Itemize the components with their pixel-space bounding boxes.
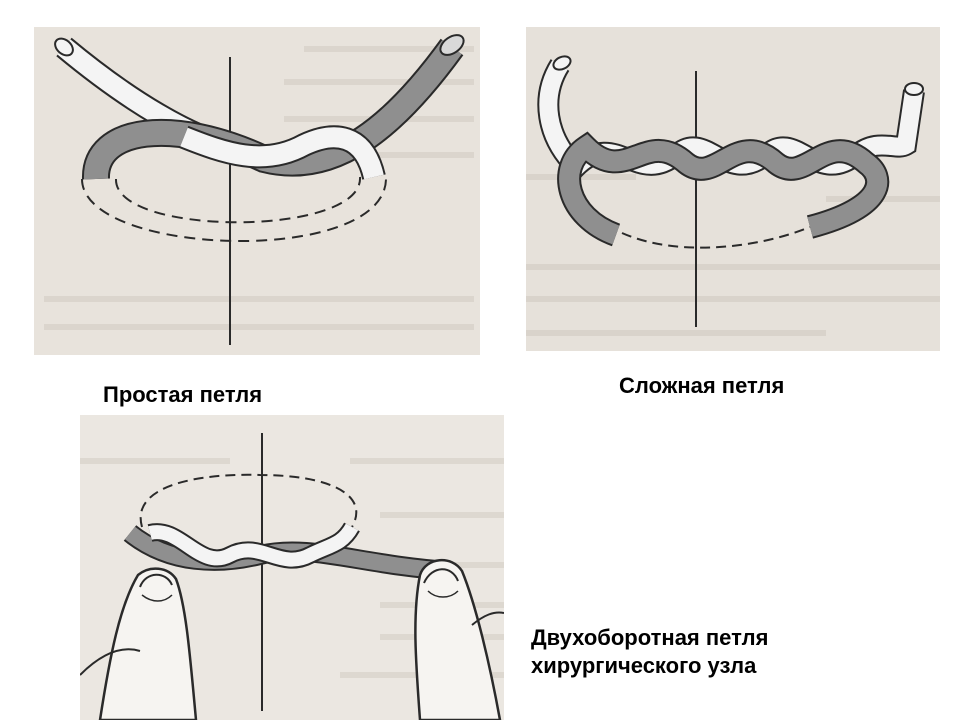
caption-double-loop: Двухоборотная петля хирургического узла <box>531 624 768 679</box>
simple-loop-illustration <box>34 27 480 355</box>
caption-simple-loop: Простая петля <box>103 382 263 407</box>
double-loop-drawing <box>80 415 504 720</box>
complex-loop-drawing <box>526 27 940 351</box>
complex-loop-illustration <box>526 27 940 351</box>
double-loop-illustration <box>80 415 504 720</box>
caption-complex-loop: Сложная петля <box>619 373 785 398</box>
caption-double-loop-line1: Двухоборотная петля <box>531 625 769 650</box>
simple-loop-drawing <box>34 27 480 355</box>
caption-double-loop-line2: хирургического узла <box>531 652 757 678</box>
